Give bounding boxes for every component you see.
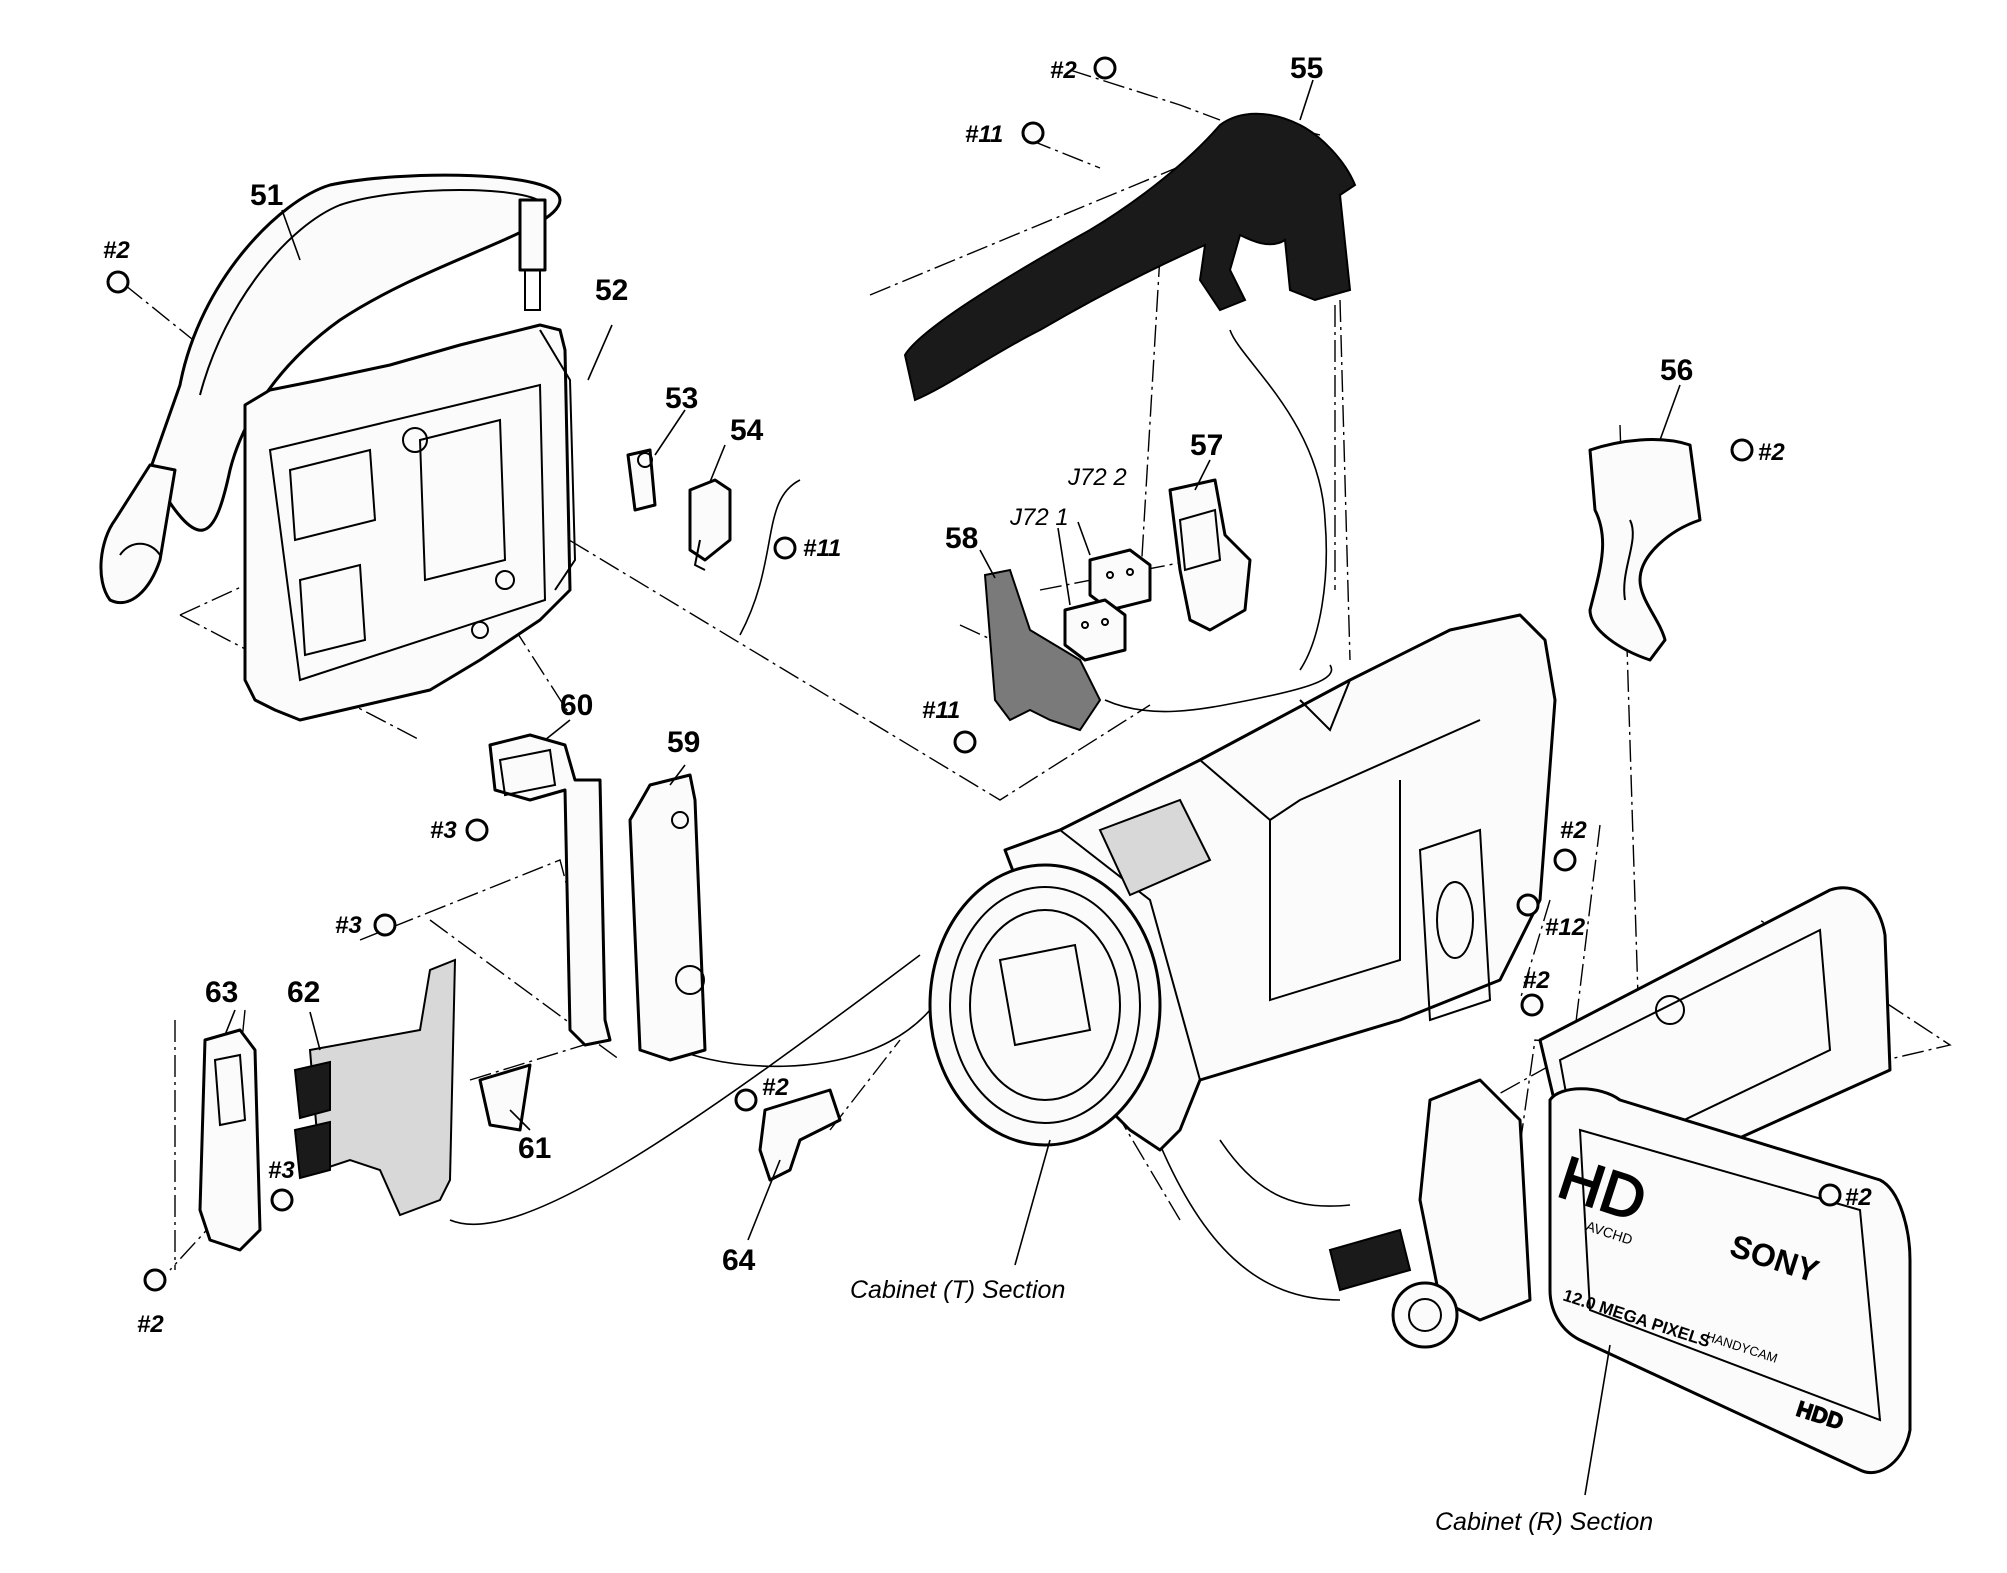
top-cover-part xyxy=(903,112,1357,402)
screw-label: #3 xyxy=(335,912,362,939)
label-j722: J72 2 xyxy=(1067,464,1127,491)
label-60: 60 xyxy=(560,689,593,722)
label-51: 51 xyxy=(250,179,283,212)
screw-label: #3 xyxy=(430,817,457,844)
label-53: 53 xyxy=(665,382,698,415)
label-54: 54 xyxy=(730,414,764,447)
screw-label: #3 xyxy=(268,1157,295,1184)
screw-label: #12 xyxy=(1545,914,1586,941)
screw-label: #2 xyxy=(1523,967,1550,994)
screw-label: #11 xyxy=(922,697,960,724)
bracket-part-57 xyxy=(1168,478,1252,632)
screw-label: #2 xyxy=(1560,817,1587,844)
leader-lines xyxy=(224,79,1681,1496)
label-63: 63 xyxy=(205,976,238,1009)
label-cabinet-r-section: Cabinet (R) Section xyxy=(1435,1508,1653,1536)
screw-icon xyxy=(465,818,489,842)
screw-icon xyxy=(143,1268,167,1292)
hinge-part xyxy=(1328,1078,1532,1349)
screw-icon xyxy=(1021,121,1045,145)
sheet-part-61 xyxy=(478,1063,532,1132)
side-cover-part xyxy=(1588,438,1702,662)
label-61: 61 xyxy=(518,1132,551,1165)
small-switch-part-53 xyxy=(626,448,657,512)
left-frame-part xyxy=(243,323,577,722)
part-number-labels: 51 52 53 54 55 56 57 58 59 60 61 62 63 6… xyxy=(205,52,1693,1277)
label-57: 57 xyxy=(1190,429,1223,462)
screw-icon xyxy=(373,913,397,937)
label-cabinet-t-section: Cabinet (T) Section xyxy=(850,1276,1065,1304)
screw-label: #2 xyxy=(762,1074,789,1101)
section-labels: Cabinet (T) Section Cabinet (R) Section xyxy=(850,1276,1653,1536)
label-j721: J72 1 xyxy=(1009,504,1069,531)
label-62: 62 xyxy=(287,976,320,1009)
connector-j722 xyxy=(1088,548,1152,612)
screw-icon xyxy=(1730,438,1754,462)
bracket-part-63 xyxy=(198,1028,262,1252)
screw-label: #2 xyxy=(1845,1184,1872,1211)
lcd-panel-front xyxy=(1548,1087,1912,1475)
screw-icons xyxy=(106,56,1842,1292)
flex-cable-part-60 xyxy=(488,733,612,1047)
connector-labels: J72 2 J72 1 xyxy=(1009,464,1127,531)
screw-labels: #2 #11 #2 #11 #2 #11 #3 #3 #2 #12 #2 #2 … xyxy=(103,57,1872,1338)
screw-label: #2 xyxy=(1758,439,1785,466)
clip-part-64 xyxy=(758,1088,842,1182)
flex-board-part-62 xyxy=(293,958,457,1217)
label-52: 52 xyxy=(595,274,628,307)
label-64: 64 xyxy=(722,1244,756,1277)
screw-icon xyxy=(953,730,977,754)
screw-icon xyxy=(270,1188,294,1212)
label-59: 59 xyxy=(667,726,700,759)
screw-icon xyxy=(773,536,797,560)
screw-icon xyxy=(1516,893,1540,917)
screw-icon xyxy=(1553,848,1577,872)
screw-icon xyxy=(1818,1183,1842,1207)
connector-j721 xyxy=(1063,598,1127,662)
screw-icon xyxy=(1093,56,1117,80)
label-56: 56 xyxy=(1660,354,1693,387)
screw-label: #11 xyxy=(965,121,1003,148)
board-part-59 xyxy=(628,773,707,1062)
screw-label: #2 xyxy=(103,237,130,264)
screw-label: #2 xyxy=(137,1311,164,1338)
grip-belt-part xyxy=(99,173,562,605)
screw-icon xyxy=(1520,993,1544,1017)
bracket-part-54 xyxy=(688,478,732,571)
lens-ring xyxy=(928,863,1162,1147)
screw-label: #11 xyxy=(803,535,841,562)
screw-label: #2 xyxy=(1050,57,1077,84)
label-58: 58 xyxy=(945,522,978,555)
screw-icon xyxy=(106,270,130,294)
board-part-58 xyxy=(983,568,1102,732)
label-55: 55 xyxy=(1290,52,1323,85)
screw-icon xyxy=(734,1088,758,1112)
